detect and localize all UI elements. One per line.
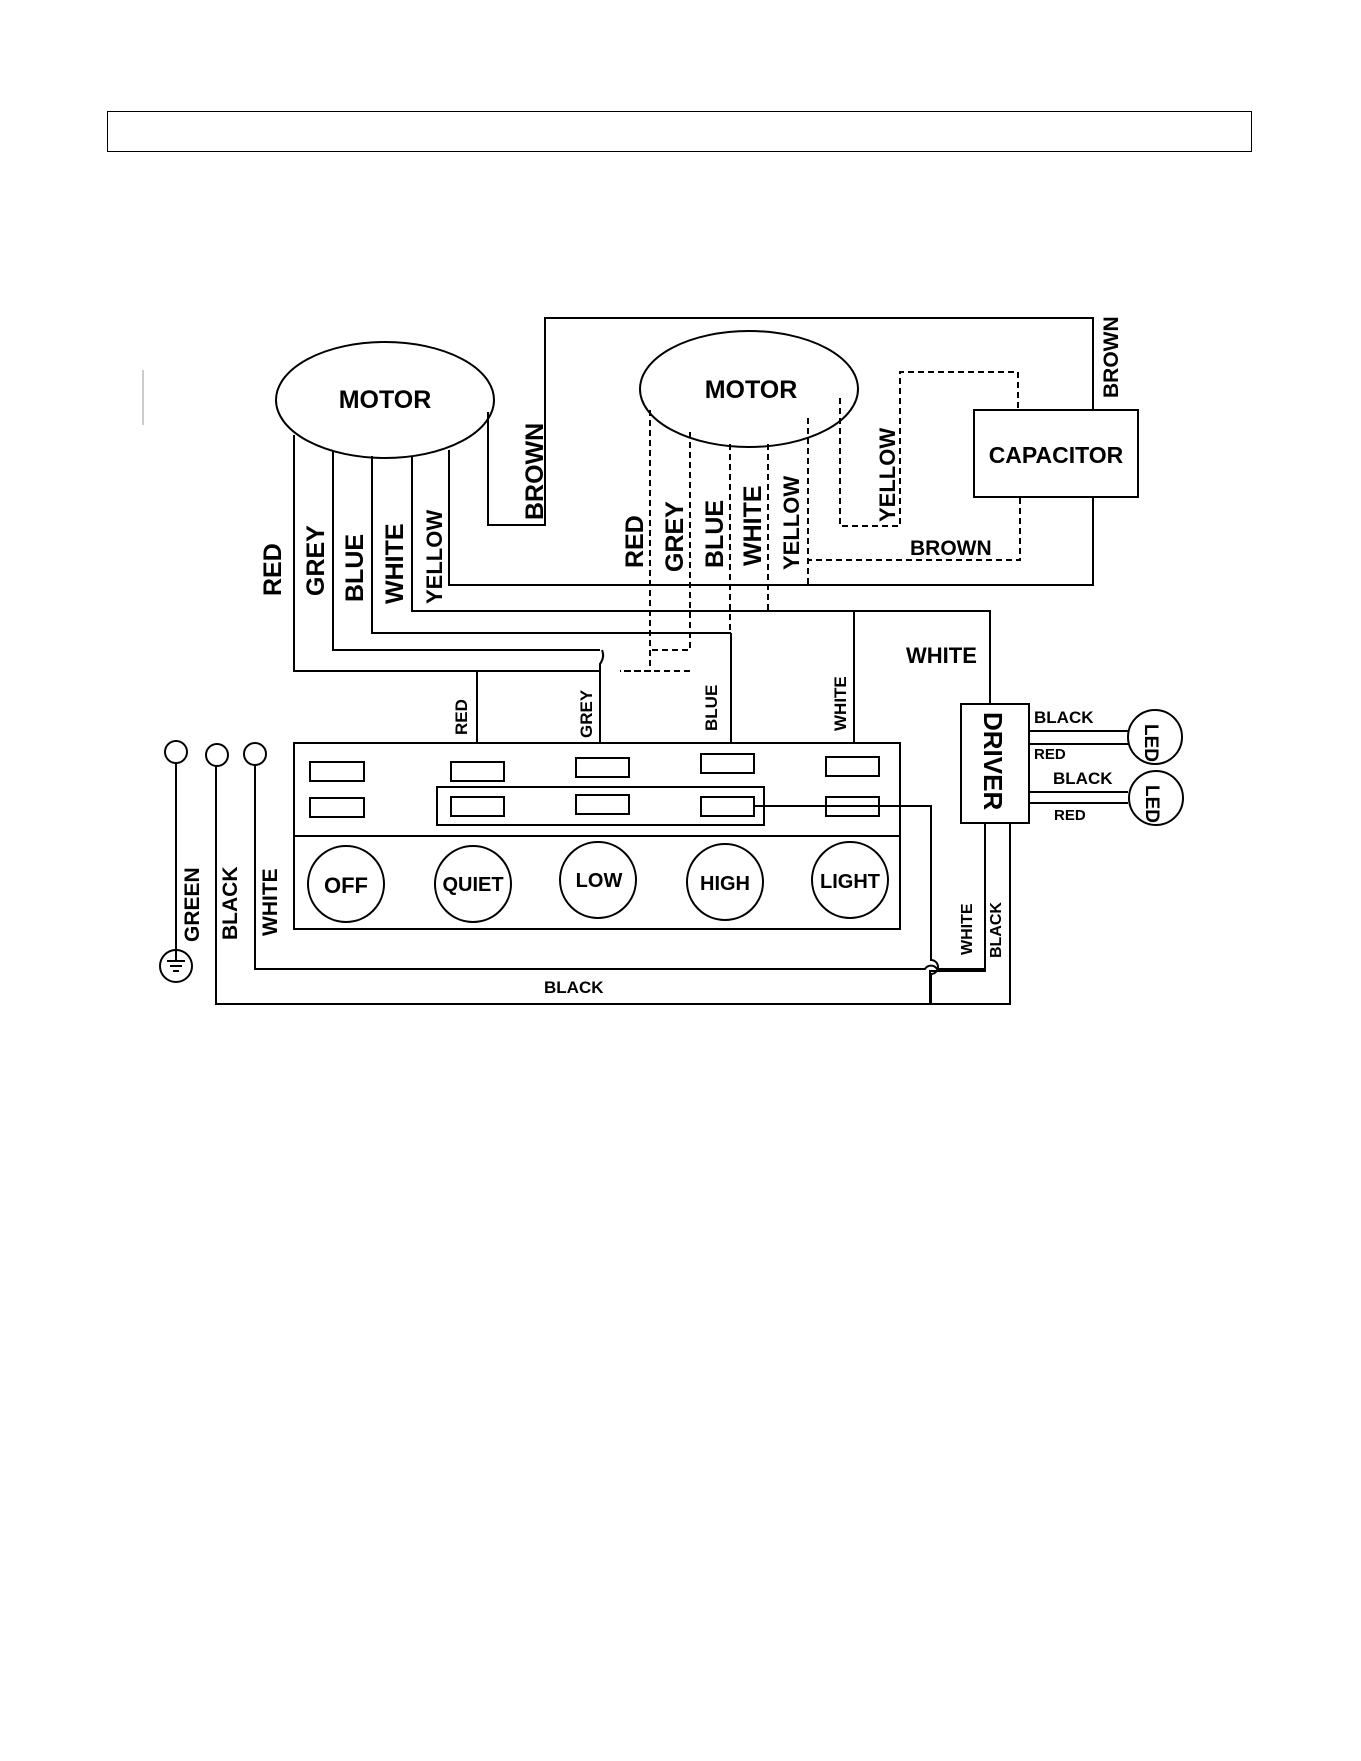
button-high-label: HIGH <box>700 873 750 895</box>
terminal-1-5 <box>826 757 879 776</box>
button-low: LOW <box>560 842 636 918</box>
wire-left-red <box>294 435 600 671</box>
terminal-2-3 <box>576 795 629 814</box>
terminal-white <box>244 743 266 765</box>
button-high: HIGH <box>687 844 763 920</box>
terminal-2-4 <box>701 797 754 816</box>
terminal-1-3 <box>576 758 629 777</box>
label-right-blue: BLUE <box>701 500 729 568</box>
label-right-yellow-cap: YELLOW <box>875 428 900 522</box>
label-switch-blue: BLUE <box>702 685 721 731</box>
right-motor: MOTOR <box>640 331 858 447</box>
label-driver-black: BLACK <box>988 902 1005 958</box>
ground-symbol-icon <box>160 950 192 982</box>
terminal-1-4 <box>701 754 754 773</box>
label-supply-white: WHITE <box>259 868 282 936</box>
label-right-brown-cap: BROWN <box>910 537 992 560</box>
label-switch-red: RED <box>452 699 471 735</box>
wire-left-grey <box>333 451 600 650</box>
dashed-crossovers <box>620 585 730 671</box>
right-motor-label: MOTOR <box>705 376 798 404</box>
label-right-brown: BROWN <box>1100 316 1123 398</box>
label-led-bottom-red: RED <box>1054 807 1086 824</box>
button-low-label: LOW <box>576 870 623 892</box>
left-motor: MOTOR <box>276 342 494 458</box>
terminal-1-2 <box>451 762 504 781</box>
led-top: LED <box>1128 710 1182 764</box>
capacitor-label: CAPACITOR <box>989 442 1124 468</box>
terminal-2-1 <box>310 798 364 817</box>
terminal-2-2 <box>451 797 504 816</box>
wires-led-bottom <box>1029 792 1128 803</box>
button-off-label: OFF <box>324 873 368 898</box>
label-switch-white: WHITE <box>831 676 850 731</box>
label-right-red: RED <box>621 515 649 568</box>
driver-label: DRIVER <box>978 712 1008 810</box>
label-left-yellow: YELLOW <box>422 510 447 604</box>
label-led-top-black: BLACK <box>1034 708 1094 727</box>
driver: DRIVER <box>961 704 1029 823</box>
wire-driver-white <box>930 823 985 1004</box>
capacitor: CAPACITOR <box>974 410 1138 497</box>
led-top-label: LED <box>1140 724 1161 762</box>
led-bottom: LED <box>1129 771 1183 825</box>
wires-led-top <box>1029 731 1128 744</box>
button-light: LIGHT <box>812 842 888 918</box>
label-left-blue: BLUE <box>341 534 369 602</box>
button-quiet-label: QUIET <box>442 874 503 896</box>
led-bottom-label: LED <box>1141 785 1162 823</box>
label-bottom-black: BLACK <box>544 978 604 997</box>
label-right-white: WHITE <box>739 485 767 566</box>
left-motor-label: MOTOR <box>339 386 432 414</box>
terminal-1-1 <box>310 762 364 781</box>
label-left-white: WHITE <box>381 523 409 604</box>
label-white-to-driver: WHITE <box>906 643 977 668</box>
terminal-black <box>206 744 228 766</box>
terminal-green <box>165 741 187 763</box>
label-supply-green: GREEN <box>181 867 204 942</box>
button-light-label: LIGHT <box>820 871 880 893</box>
button-off: OFF <box>308 846 384 922</box>
label-driver-white: WHITE <box>959 903 976 955</box>
label-right-grey: GREY <box>661 501 689 572</box>
label-switch-grey: GREY <box>577 689 596 738</box>
label-led-bottom-black: BLACK <box>1053 769 1113 788</box>
label-left-red: RED <box>259 543 287 596</box>
label-right-yellow: YELLOW <box>779 476 804 570</box>
label-led-top-red: RED <box>1034 746 1066 763</box>
wire-left-white <box>412 456 990 705</box>
label-left-grey: GREY <box>302 525 330 596</box>
label-supply-black: BLACK <box>219 867 242 941</box>
label-left-brown: BROWN <box>521 423 549 520</box>
button-quiet: QUIET <box>435 846 511 922</box>
